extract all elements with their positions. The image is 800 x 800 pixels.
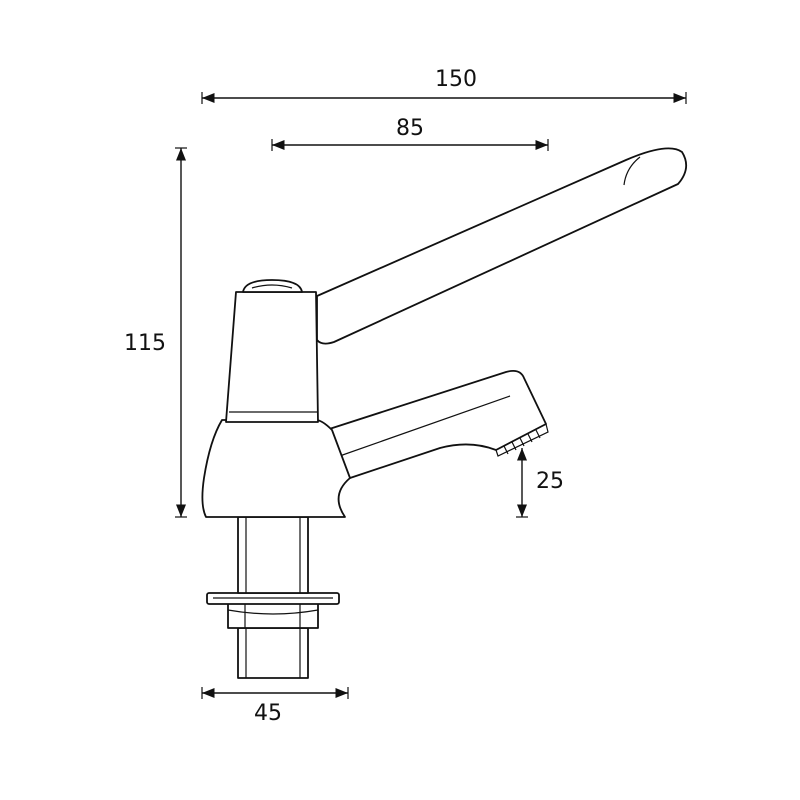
dimension-lever-reach: 85 xyxy=(271,116,549,151)
hex-nut xyxy=(227,602,319,629)
dimension-height: 115 xyxy=(124,147,187,518)
tap-body xyxy=(201,419,351,518)
indicator-cap xyxy=(242,279,303,293)
tail-stem-lower xyxy=(237,627,309,679)
dimension-label-base-width: 45 xyxy=(254,701,282,726)
dimension-label-total-width: 150 xyxy=(435,67,477,92)
dimension-total-width: 150 xyxy=(201,67,687,104)
dimension-base-width: 45 xyxy=(201,687,349,726)
lever-handle xyxy=(316,147,688,345)
tap-head xyxy=(225,291,319,423)
tail-stem-upper xyxy=(237,516,309,594)
tap-outline xyxy=(201,147,688,679)
dimension-label-spout-clearance: 25 xyxy=(536,469,564,494)
dimension-spout-clearance: 25 xyxy=(516,448,564,518)
spout xyxy=(319,369,547,479)
dimension-label-lever-reach: 85 xyxy=(396,116,424,141)
dimension-label-height: 115 xyxy=(124,331,166,356)
